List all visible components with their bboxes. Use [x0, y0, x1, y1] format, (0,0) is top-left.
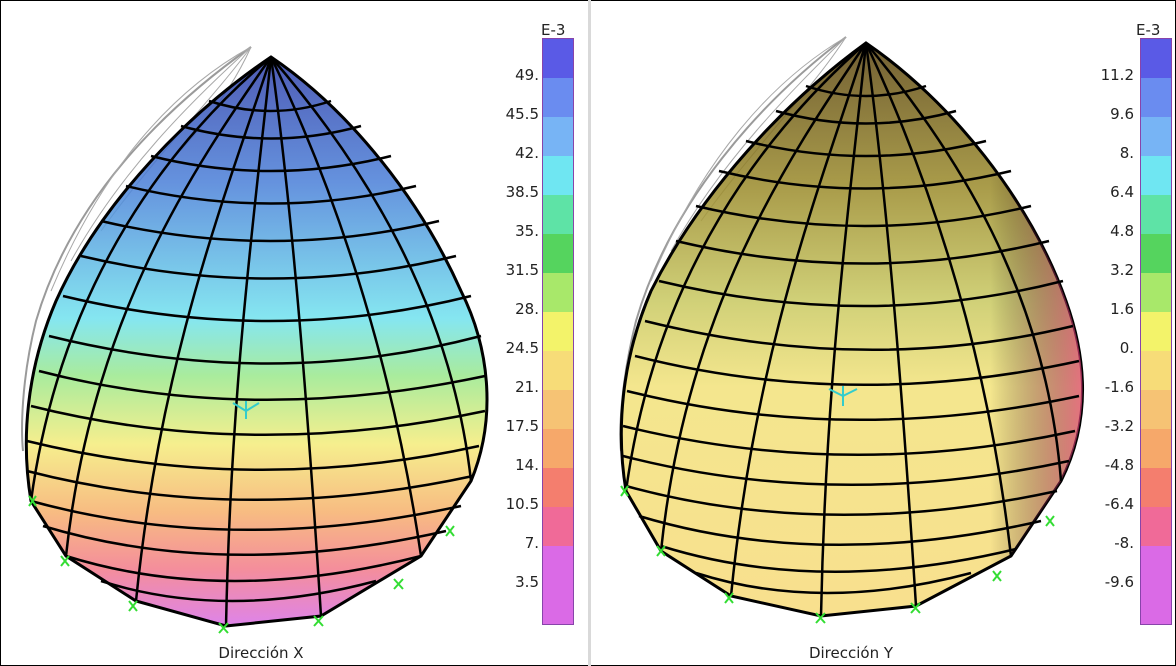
legend-tick: 31.5: [505, 261, 539, 279]
legend-swatch: [543, 546, 573, 585]
legend-swatch: [543, 273, 573, 312]
legend-swatch: [1141, 117, 1171, 156]
legend-swatch: [1141, 507, 1171, 546]
legend-tick: 38.5: [505, 183, 539, 201]
legend-tick: 0.: [1119, 339, 1134, 357]
legend-tick: 24.5: [505, 339, 539, 357]
legend-unit-y: E-3: [1136, 21, 1161, 39]
legend-tick: 14.: [515, 456, 539, 474]
legend-tick: 42.: [515, 144, 539, 162]
legend-tick: 3.2: [1110, 261, 1134, 279]
legend-swatch: [1141, 546, 1171, 585]
legend-tick: 17.5: [505, 417, 539, 435]
legend-swatch: [543, 78, 573, 117]
legend-swatch: [543, 351, 573, 390]
legend-swatch: [1141, 273, 1171, 312]
legend-tick: 6.4: [1110, 183, 1134, 201]
dome-model-x: [21, 46, 489, 634]
legend-tick: -3.2: [1104, 417, 1134, 435]
legend-tick: 45.5: [505, 105, 539, 123]
legend-tick: 10.5: [505, 495, 539, 513]
legend-tick: 11.2: [1100, 66, 1134, 84]
legend-tick: 4.8: [1110, 222, 1134, 240]
legend-swatch: [543, 156, 573, 195]
panel-caption-y: Dirección Y: [808, 644, 894, 662]
color-legend-y: [1140, 38, 1172, 625]
legend-swatch: [543, 312, 573, 351]
color-legend-x: [542, 38, 574, 625]
legend-tick: 21.: [515, 378, 539, 396]
panel-direccion-y: E-3 11.2 9.6 8. 6.4 4.8 3.2 1.6 0. -1.6 …: [591, 1, 1174, 664]
legend-tick: 28.: [515, 300, 539, 318]
legend-swatch: [1141, 429, 1171, 468]
legend-tick: -1.6: [1104, 378, 1134, 396]
legend-swatch: [1141, 390, 1171, 429]
legend-tick: 35.: [515, 222, 539, 240]
legend-swatch: [543, 39, 573, 78]
legend-swatch: [543, 390, 573, 429]
legend-swatch: [543, 234, 573, 273]
legend-swatch: [543, 429, 573, 468]
legend-tick: 8.: [1119, 144, 1134, 162]
legend-tick: -8.: [1114, 534, 1134, 552]
legend-tick: 1.6: [1110, 300, 1134, 318]
legend-tick: 7.: [524, 534, 539, 552]
panel-caption-x: Dirección X: [218, 644, 304, 662]
legend-tick: 49.: [515, 66, 539, 84]
legend-swatch: [1141, 351, 1171, 390]
legend-swatch: [1141, 312, 1171, 351]
legend-swatch: [1141, 78, 1171, 117]
panel-direccion-x: E-3 49. 45.5 42. 38.5 35. 31.5 28. 24.5 …: [1, 1, 588, 664]
legend-unit-x: E-3: [541, 21, 566, 39]
legend-swatch: [1141, 234, 1171, 273]
legend-tick: 3.5: [515, 573, 539, 591]
legend-swatch: [1141, 39, 1171, 78]
panel-divider: [588, 0, 591, 666]
legend-tick: -4.8: [1104, 456, 1134, 474]
legend-swatch: [543, 585, 573, 624]
legend-tick: -6.4: [1104, 495, 1134, 513]
dome-model-y: [619, 36, 1084, 624]
legend-swatch: [543, 195, 573, 234]
legend-swatch: [1141, 195, 1171, 234]
legend-swatch: [543, 468, 573, 507]
legend-swatch: [1141, 468, 1171, 507]
legend-tick: -9.6: [1104, 573, 1134, 591]
legend-swatch: [543, 507, 573, 546]
legend-swatch: [1141, 156, 1171, 195]
legend-swatch: [543, 117, 573, 156]
legend-swatch: [1141, 585, 1171, 624]
legend-tick: 9.6: [1110, 105, 1134, 123]
